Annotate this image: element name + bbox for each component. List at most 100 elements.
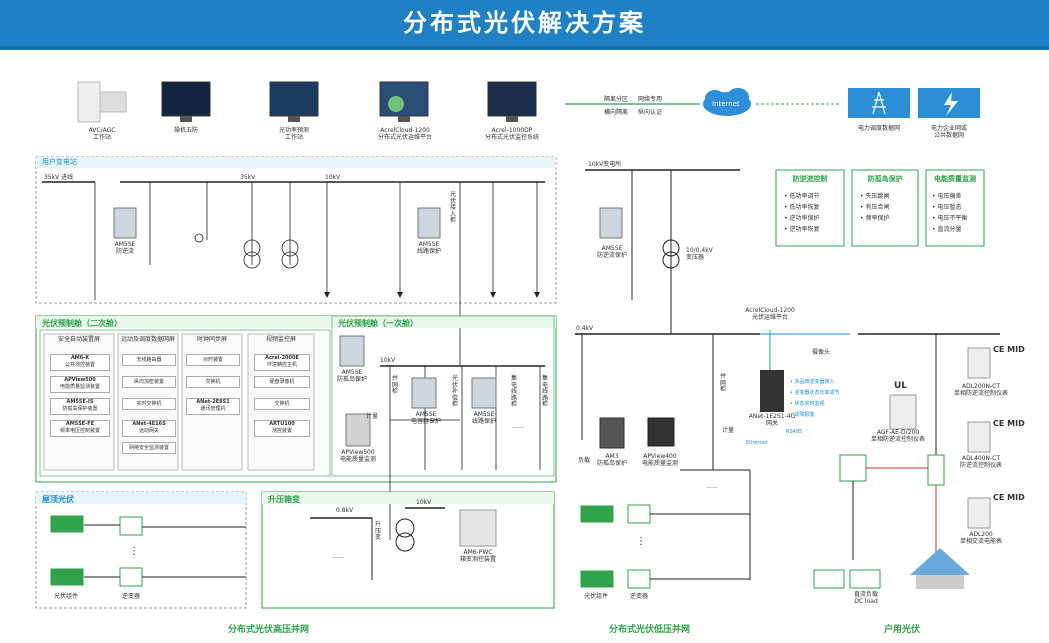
col3-item: 交换机 <box>186 376 240 388</box>
monitor-icon-2 <box>269 81 319 122</box>
rooftop-panel-label: 光伏组件 <box>54 593 79 600</box>
house-icon <box>910 548 970 589</box>
anti-reverse-title: 防逆流控制 <box>792 175 828 183</box>
power-quality-title: 电能质量监测 <box>934 175 976 183</box>
lv-bus04: 0.4kV <box>576 325 594 332</box>
primary-cabin-title: 光伏预制舱（一次舱） <box>338 319 418 328</box>
bus35-label: 35kV <box>240 174 256 181</box>
lv-bus10: 10kV变电所 <box>588 161 622 168</box>
lvfeatures-item: • 状态实时监视 <box>790 401 825 407</box>
power-forecast-label: 光功率预测工作站 <box>278 127 309 141</box>
line35-label: 35kV 进线 <box>44 174 74 181</box>
lv-meter: 计量 <box>722 427 735 434</box>
lv-camera-label: 摄像头 <box>812 349 831 356</box>
user-station-title: 用户变电站 <box>42 158 77 166</box>
cb1-item: • 逆功率恢复 <box>784 226 820 233</box>
lv-grid-cab: 并网柜 <box>720 373 727 394</box>
col4-item: 硬盘录像机 <box>254 376 310 388</box>
footer-home: 户用光伏 <box>884 625 921 635</box>
internet-label: Internet <box>712 100 740 108</box>
cb3-item: • 直流分量 <box>932 226 962 233</box>
pc-bus10: 10kV <box>380 357 396 364</box>
anti-island-title: 防孤岛保护 <box>867 175 903 183</box>
cb1-item: • 逆功率保护 <box>784 215 820 222</box>
cb3-item: • 电压偏差 <box>932 193 962 200</box>
cb3-item: • 电压暂态 <box>932 204 962 211</box>
col2-title: 远动及调度数据网屏 <box>120 336 175 343</box>
dispatch-label: 电力调度数据网 <box>857 125 900 132</box>
solar-panel-icon-1 <box>49 514 85 534</box>
lv-inverter-label: 逆变器 <box>630 593 649 600</box>
monitor-icon-4 <box>487 81 537 122</box>
col3-title: 时钟同步屏 <box>196 336 227 343</box>
page-title: 分布式光伏解决方案 <box>0 0 1049 50</box>
booster-transformer: 升压变 <box>375 521 382 542</box>
monitor-icon-1 <box>161 81 211 122</box>
power-tower-icon <box>848 88 910 118</box>
pc-coll2: 集电线路柜 <box>542 375 549 409</box>
ul-mark: UL <box>894 381 908 391</box>
col2-item: 网络安全监测装置 <box>122 442 176 454</box>
lv-rs485: RS485 <box>786 429 803 435</box>
banner-edge <box>0 46 1049 50</box>
lvfeatures-item: • 故障报警 <box>790 412 815 418</box>
cb1-item: • 低功率恢复 <box>784 204 820 211</box>
secondary-cabin-title: 光伏预制舱（二次舱） <box>42 319 122 328</box>
lv-load: 负载 <box>578 457 591 464</box>
vertical-label: 纵向认证 <box>638 109 663 116</box>
booster-v10: 10kV <box>416 499 432 506</box>
lv-dots: …… <box>706 483 718 490</box>
cb3-item: • 电压不平衡 <box>932 215 968 222</box>
dedicated-label: 网络专用 <box>638 96 663 103</box>
pc-meter: 计量 <box>366 413 379 420</box>
five-defense-label: 操机五防 <box>173 127 198 134</box>
cb2-item: • 有压合闸 <box>860 204 890 211</box>
footer-hv: 分布式光伏高压并网 <box>228 625 310 635</box>
col1-title: 安全自动装置屏 <box>57 336 100 343</box>
internet-cloud-icon <box>703 88 751 116</box>
cb2-item: • 频率保护 <box>860 215 890 222</box>
rooftop-vdots: ⋮ <box>129 546 139 557</box>
cb2-item: • 失压跳闸 <box>860 193 890 200</box>
col2-item: 纵向加密装置 <box>122 376 176 388</box>
booster-title: 升压箱变 <box>268 495 300 504</box>
avc-workstation-icon <box>77 81 127 123</box>
mid-mark-2: CE MID <box>993 419 1025 428</box>
cb1-item: • 低功率调节 <box>784 193 820 200</box>
rooftop-inverter-label: 逆变器 <box>122 593 141 600</box>
mid-mark-3: CE MID <box>993 493 1025 502</box>
lvfeatures-item: • 逆变器状态功率调节 <box>790 390 840 396</box>
booster-dots: …… <box>332 553 344 560</box>
booster-v08: 0.8kV <box>336 507 354 514</box>
col3-item: 对时装置 <box>186 354 240 366</box>
enterprise-label: 电力企业网或公共数据网 <box>930 125 967 139</box>
monitor-icon-3 <box>379 81 429 122</box>
rooftop-title: 屋顶光伏 <box>42 495 74 504</box>
col2-item: 实时交换机 <box>122 398 176 410</box>
